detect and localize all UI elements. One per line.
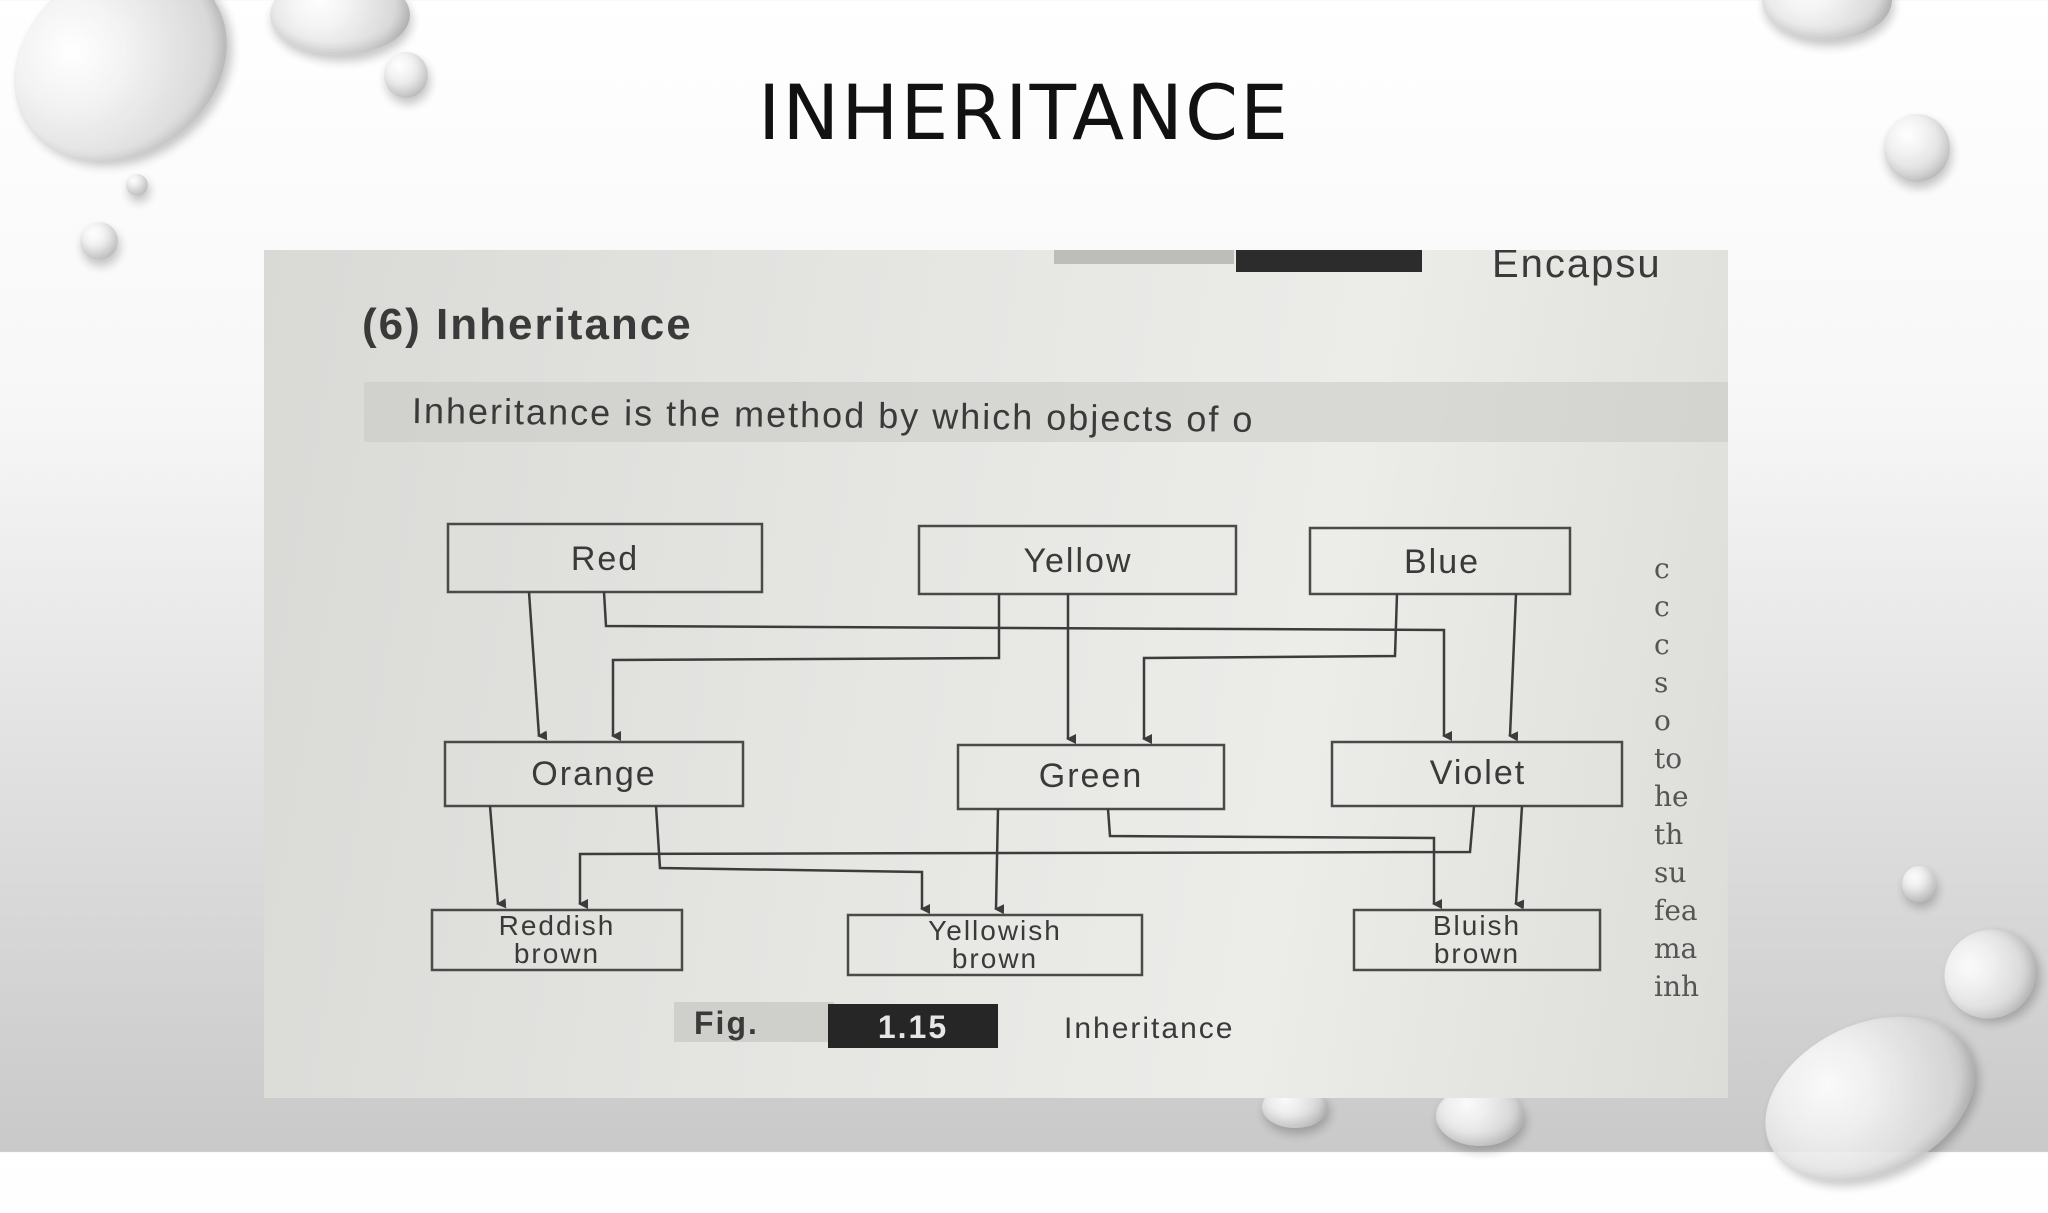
margin-fragment: ma (1654, 932, 1698, 965)
node-blue-box (1308, 526, 1572, 596)
node-reddish-brown-line2: brown (514, 938, 600, 969)
edge-red-orange (527, 591, 548, 741)
edge-yellow-orange (611, 594, 1001, 741)
node-yellowish-brown-box (846, 913, 1144, 977)
fig-title: Inheritance (1064, 1012, 1234, 1045)
water-droplet-decoration (384, 52, 428, 98)
section-heading: (6) Inheritance (362, 300, 693, 349)
water-droplet-decoration (80, 222, 118, 260)
edge-red-violet (602, 591, 1452, 741)
node-bluish-brown-box (1352, 908, 1602, 972)
node-bluish-brown-line2: brown (1434, 938, 1520, 969)
node-yellowish-brown-line2: brown (952, 943, 1038, 974)
margin-fragment: c (1654, 552, 1670, 585)
margin-fragment: to (1654, 742, 1683, 775)
node-yellow-label: Yellow (1023, 542, 1132, 580)
edge-orange-yellowish-brown (654, 805, 930, 914)
edge-green-bluish-brown (1106, 808, 1442, 909)
water-droplet-decoration (1762, 0, 1892, 40)
cut-off-header-text: Encapsu (1492, 250, 1662, 286)
node-violet-label: Violet (1430, 754, 1526, 792)
margin-fragment: c (1654, 590, 1670, 623)
margin-fragment: su (1654, 856, 1687, 889)
water-droplet-decoration (126, 174, 148, 196)
node-yellowish-brown-line1: Yellowish (928, 915, 1062, 946)
fig-label: Fig. (694, 1005, 759, 1041)
node-green-box (956, 743, 1226, 811)
node-violet-box (1330, 740, 1624, 808)
water-droplet-decoration (1928, 912, 2048, 1036)
edge-green-yellowish-brown (994, 808, 1005, 915)
node-red-label: Red (571, 540, 639, 578)
cut-off-margin-text: c c c s o to he th su fea ma inh (1654, 550, 1714, 1006)
margin-fragment: th (1654, 818, 1684, 851)
margin-fragment: c (1654, 628, 1670, 661)
inheritance-diagram: Red Yellow Blue Orange Green Violet Redd… (430, 522, 1624, 1048)
water-droplet-decoration (1738, 984, 2002, 1213)
header-strip (1054, 250, 1234, 264)
edge-orange-reddish-brown (488, 805, 507, 909)
fig-number-badge (828, 1004, 998, 1048)
margin-fragment: inh (1654, 970, 1700, 1003)
node-reddish-brown-line1: Reddish (499, 910, 616, 941)
node-reddish-brown-box (430, 908, 684, 972)
textbook-photo: Encapsu (6) Inheritance Inheritance is t… (264, 250, 1728, 1098)
margin-fragment: fea (1654, 894, 1698, 927)
node-green-label: Green (1039, 757, 1144, 795)
margin-fragment: s (1654, 666, 1669, 699)
figure-number-bar (1236, 250, 1422, 272)
water-droplet-decoration (1884, 114, 1950, 182)
fig-number: 1.15 (878, 1009, 948, 1045)
node-yellow-box (917, 524, 1238, 596)
margin-fragment: he (1654, 780, 1689, 813)
edge-violet-bluish-brown (1514, 805, 1525, 910)
slide-title: INHERITANCE (757, 68, 1291, 157)
edge-violet-reddish-brown (578, 805, 1476, 909)
water-droplet-decoration (270, 0, 410, 55)
node-blue-label: Blue (1404, 543, 1480, 581)
edge-blue-violet (1508, 593, 1519, 742)
intro-highlight-band (364, 382, 1728, 442)
node-bluish-brown-line1: Bluish (1433, 910, 1521, 941)
node-orange-box (443, 740, 745, 808)
water-droplet-decoration (1902, 866, 1936, 902)
margin-fragment: o (1654, 704, 1671, 737)
fig-label-shade (674, 1002, 834, 1042)
node-orange-label: Orange (531, 755, 656, 793)
edge-blue-green (1142, 593, 1399, 744)
